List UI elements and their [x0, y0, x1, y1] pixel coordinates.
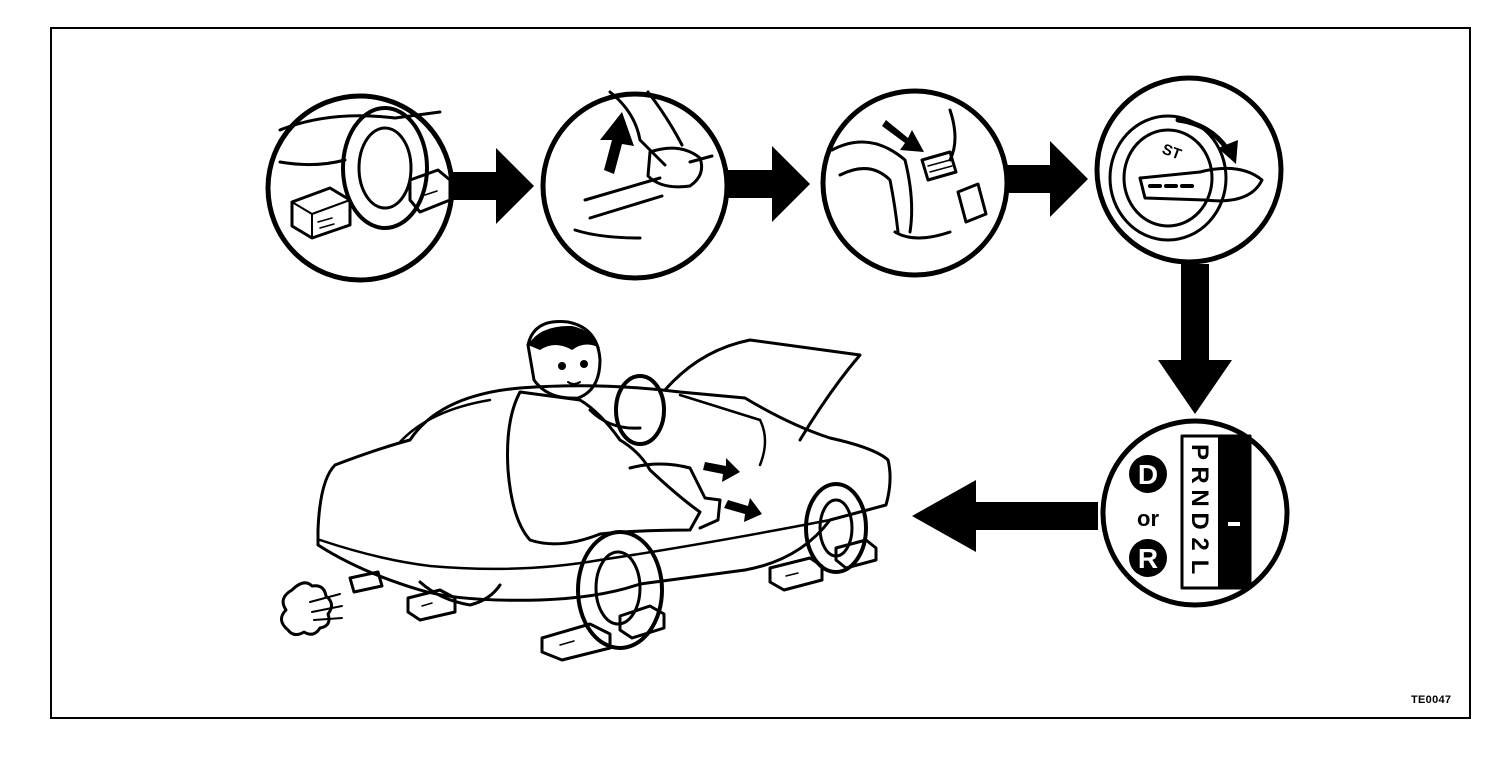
shift-position-label: R: [1186, 466, 1213, 483]
shift-position-label: P: [1186, 444, 1213, 460]
diagram-frame: [50, 27, 1471, 719]
flow-arrow-left: [912, 480, 1098, 552]
step-wheel-chock: [265, 93, 455, 283]
driver-figure: [506, 319, 762, 546]
flow-arrow-right: [728, 146, 810, 222]
shift-position-label: N: [1186, 489, 1213, 506]
car-on-chocks-icon: [280, 319, 892, 662]
key-position-label: ST: [1160, 141, 1184, 164]
flow-arrow-right: [1006, 141, 1088, 217]
parking-brake-icon: [573, 90, 714, 240]
shift-position-label: L: [1186, 560, 1213, 575]
flow-arrow-down: [1158, 264, 1232, 414]
gear-d-label: D: [1138, 459, 1158, 490]
shift-position-label: D: [1186, 512, 1213, 529]
figure-code: TE0047: [1411, 694, 1452, 706]
exhaust-smoke-icon: [280, 581, 343, 637]
step-ignition-key: ST: [1094, 75, 1284, 265]
flow-arrow-right: [452, 148, 534, 224]
ignition-key-icon: ST: [1108, 114, 1264, 242]
wheel-chock-icon: [278, 106, 452, 240]
gear-or-label: or: [1137, 506, 1159, 531]
gear-r-label: R: [1138, 543, 1158, 574]
brake-pedal-icon: [830, 108, 988, 240]
step-stall-test: [280, 319, 892, 662]
shift-position-label: 2: [1186, 537, 1213, 550]
step-brake-pedal: [820, 88, 1010, 278]
step-parking-brake: [540, 90, 730, 281]
